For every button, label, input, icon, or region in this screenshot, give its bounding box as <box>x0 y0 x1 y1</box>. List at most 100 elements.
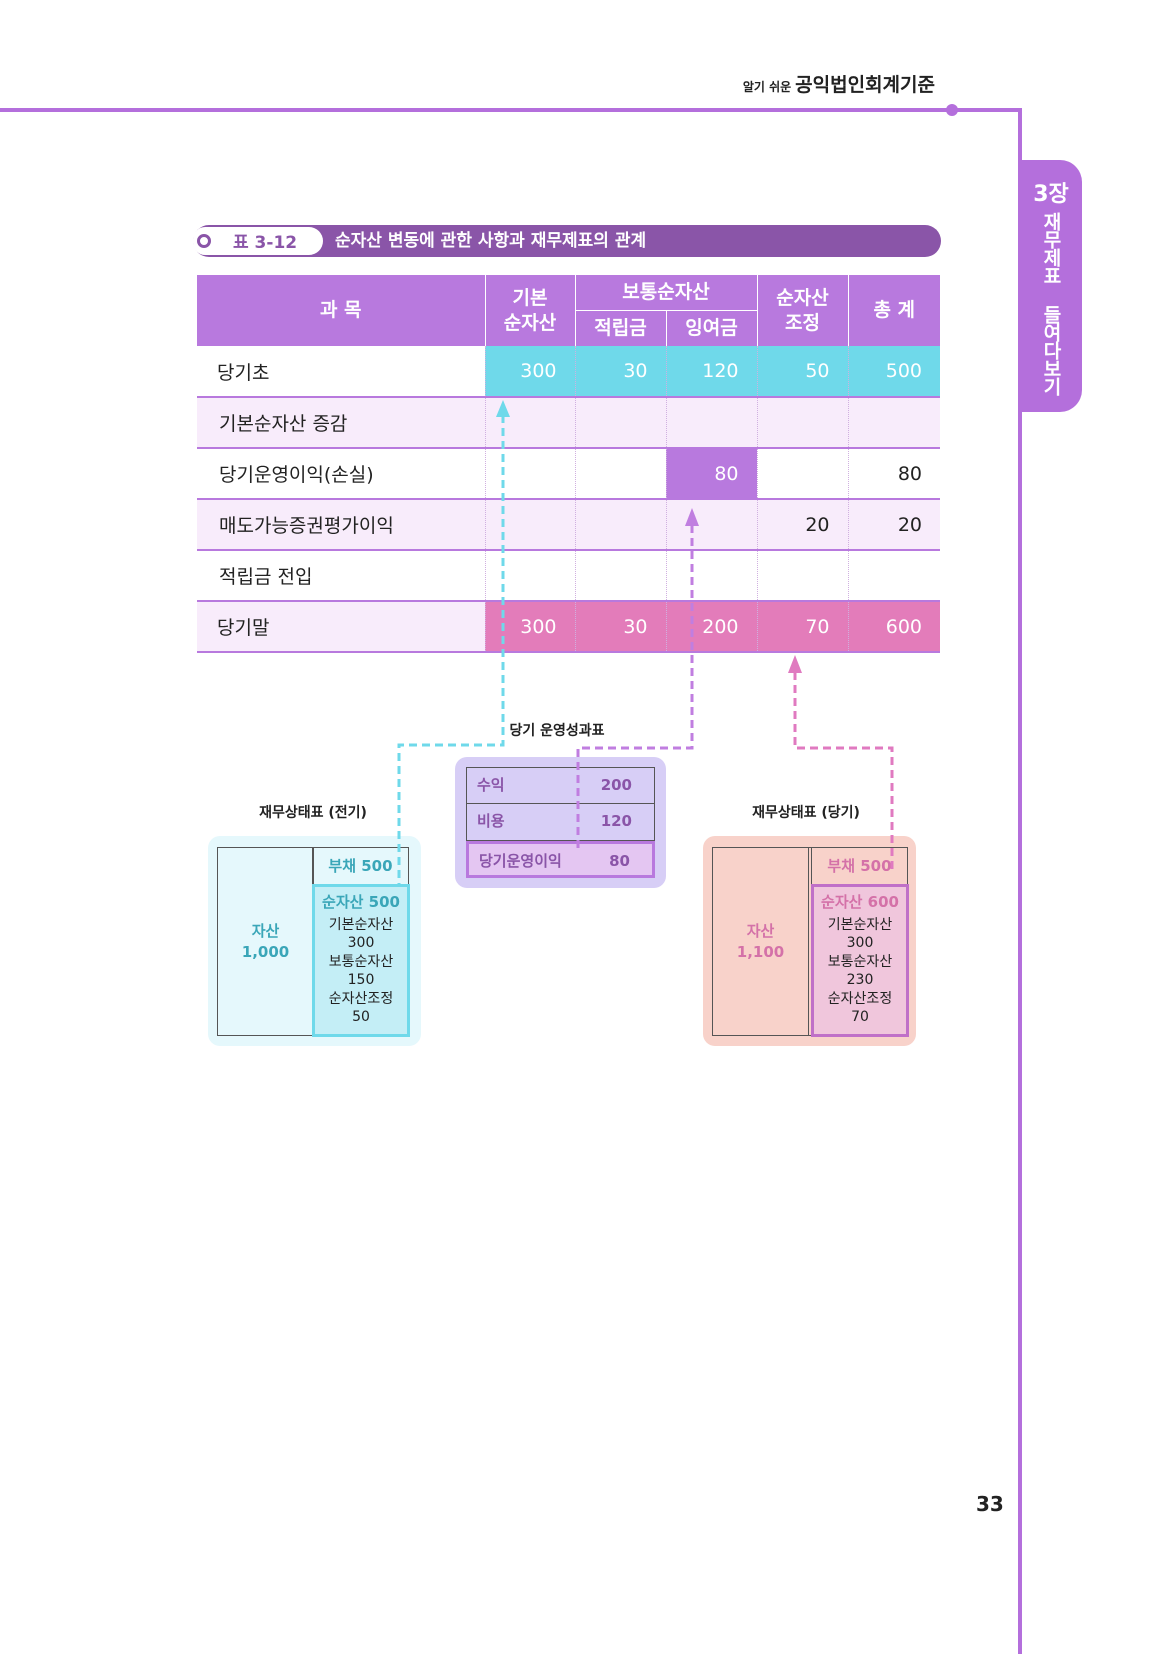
cell <box>847 550 940 602</box>
is-row: 비용 120 <box>466 804 655 841</box>
is-label: 비용 <box>477 812 505 830</box>
cell: 300 <box>484 346 575 398</box>
rule-dot <box>946 104 958 116</box>
cell: 30 <box>574 601 666 653</box>
asset-label: 자산 <box>746 921 775 940</box>
cell: 500 <box>847 346 940 398</box>
net-line: 70 <box>851 1009 869 1025</box>
net-line: 230 <box>846 972 874 988</box>
header-adjust: 순자산 조정 <box>756 275 848 346</box>
arrowhead-icon <box>788 655 802 673</box>
header-surplus: 잉여금 <box>665 309 757 346</box>
cell <box>847 397 940 449</box>
net-assets-label: 순자산 600 <box>821 893 899 911</box>
chapter-title: 재무제표 들여다보기 <box>1040 212 1062 395</box>
chapter-tab: 3장 재무제표 들여다보기 <box>1020 160 1082 412</box>
net-line: 300 <box>347 935 375 951</box>
circle-icon <box>197 234 211 248</box>
row-label: 적립금 전입 <box>197 550 485 602</box>
asset-block: 자산 1,100 <box>713 848 809 1035</box>
income-statement: 수익 200 비용 120 당기운영이익 80 <box>455 757 666 888</box>
cell: 300 <box>484 601 575 653</box>
cyan-connector <box>397 415 505 884</box>
cell: 80 <box>847 448 940 500</box>
row-label: 매도가능증권평가이익 <box>197 499 485 551</box>
cell: 20 <box>756 499 848 551</box>
arrowhead-icon <box>496 400 510 417</box>
table-row: 당기운영이익(손실) 80 80 <box>197 448 940 500</box>
cell <box>484 397 575 449</box>
header-title: 공익법인회계기준 <box>795 74 935 96</box>
chapter-number: 3장 <box>1033 182 1069 207</box>
liability-block: 부채 500 <box>312 848 408 884</box>
cell-highlight: 80 <box>665 448 757 500</box>
cell: 120 <box>665 346 757 398</box>
liability-block: 부채 500 <box>811 848 907 884</box>
table-title: 순자산 변동에 관한 사항과 재무제표의 관계 <box>335 231 647 251</box>
cell: 70 <box>756 601 848 653</box>
row-label: 당기운영이익(손실) <box>197 448 485 500</box>
cell <box>756 448 848 500</box>
header-subject: 과 목 <box>197 275 485 346</box>
net-line: 150 <box>347 972 375 988</box>
net-line: 50 <box>352 1009 370 1025</box>
is-label: 수익 <box>477 776 505 794</box>
net-line: 300 <box>846 935 874 951</box>
cell <box>574 499 666 551</box>
cell <box>484 550 575 602</box>
income-statement-title: 당기 운영성과표 <box>509 723 605 739</box>
net-line: 기본순자산 <box>827 916 893 933</box>
cell: 20 <box>847 499 940 551</box>
cell <box>574 550 666 602</box>
prior-bs-title: 재무상태표 (전기) <box>259 805 367 821</box>
current-bs-title: 재무상태표 (당기) <box>752 805 860 821</box>
cell <box>756 397 848 449</box>
is-value: 80 <box>609 852 630 870</box>
purple-connector <box>576 525 694 850</box>
page-number: 33 <box>976 1492 1004 1516</box>
cell: 600 <box>847 601 940 653</box>
header-reserve: 적립금 <box>574 309 666 346</box>
cell <box>484 448 575 500</box>
cell <box>665 550 757 602</box>
cell <box>574 448 666 500</box>
table-row: 적립금 전입 <box>197 550 940 602</box>
is-value: 120 <box>600 812 632 830</box>
net-line: 기본순자산 <box>328 916 394 933</box>
cell: 50 <box>756 346 848 398</box>
cell <box>484 499 575 551</box>
table-number: 표 3-12 <box>233 233 298 253</box>
cell <box>574 397 666 449</box>
header-total: 총 계 <box>847 275 940 346</box>
net-line: 보통순자산 <box>328 953 394 970</box>
net-assets-label: 순자산 500 <box>322 893 400 911</box>
asset-value: 1,100 <box>736 942 785 961</box>
table-caption: 표 3-12 순자산 변동에 관한 사항과 재무제표의 관계 <box>193 225 941 257</box>
arrowhead-icon <box>685 508 699 526</box>
asset-value: 1,000 <box>241 942 290 961</box>
is-row: 수익 200 <box>466 767 655 804</box>
table-number-pill: 표 3-12 <box>193 227 323 255</box>
cell <box>665 499 757 551</box>
header-basic: 기본 순자산 <box>484 275 575 346</box>
is-row-total: 당기운영이익 80 <box>466 841 655 878</box>
row-label: 기본순자산 증감 <box>197 397 485 449</box>
header-common: 보통순자산 <box>574 275 757 310</box>
cell: 30 <box>574 346 666 398</box>
is-label: 당기운영이익 <box>479 852 562 870</box>
net-assets-table: 과 목 기본 순자산 보통순자산 순자산 조정 총 계 적립금 잉여금 당기초 … <box>197 275 940 653</box>
row-label: 당기말 <box>197 601 485 653</box>
header-rule <box>0 108 1022 112</box>
is-value: 200 <box>600 776 632 794</box>
